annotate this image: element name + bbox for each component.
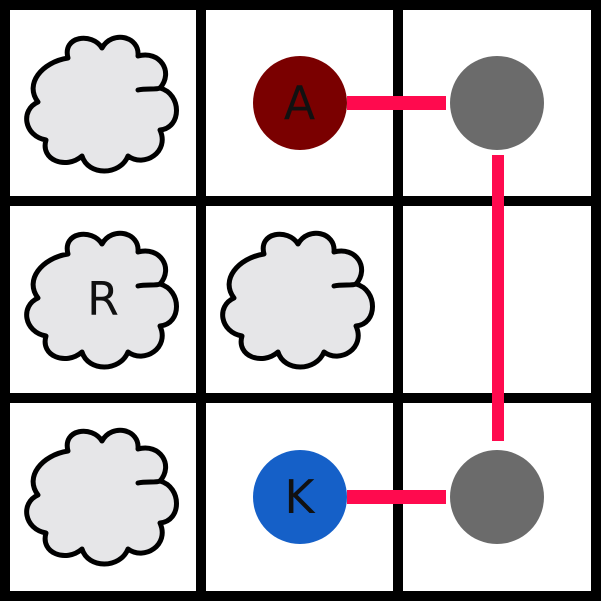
node-empty[interactable] [450,56,544,150]
grid-line [0,0,601,10]
grid-line [591,0,601,601]
cloud-cell[interactable] [10,10,196,196]
grid-line [196,0,206,601]
cloud-icon [206,206,392,392]
grid-line [0,0,10,601]
grid-line [393,0,403,601]
node-k[interactable]: K [252,450,347,544]
grid-line [0,591,601,601]
cloud-icon [10,10,196,196]
node-empty[interactable] [450,450,544,544]
cloud-cell[interactable] [10,403,196,589]
path-segment [346,490,446,504]
path-segment [346,96,446,110]
grid-line [0,393,601,403]
cloud-icon [10,403,196,589]
cloud-label [10,10,196,196]
node-a[interactable]: A [252,56,347,150]
cloud-label: R [87,272,119,326]
grid-line [0,196,601,206]
cloud-icon [10,206,196,392]
path-segment [492,155,504,441]
cloud-label [10,403,196,589]
cloud-label [206,206,392,392]
cloud-cell[interactable] [206,206,392,392]
cloud-cell[interactable]: R [10,206,196,392]
